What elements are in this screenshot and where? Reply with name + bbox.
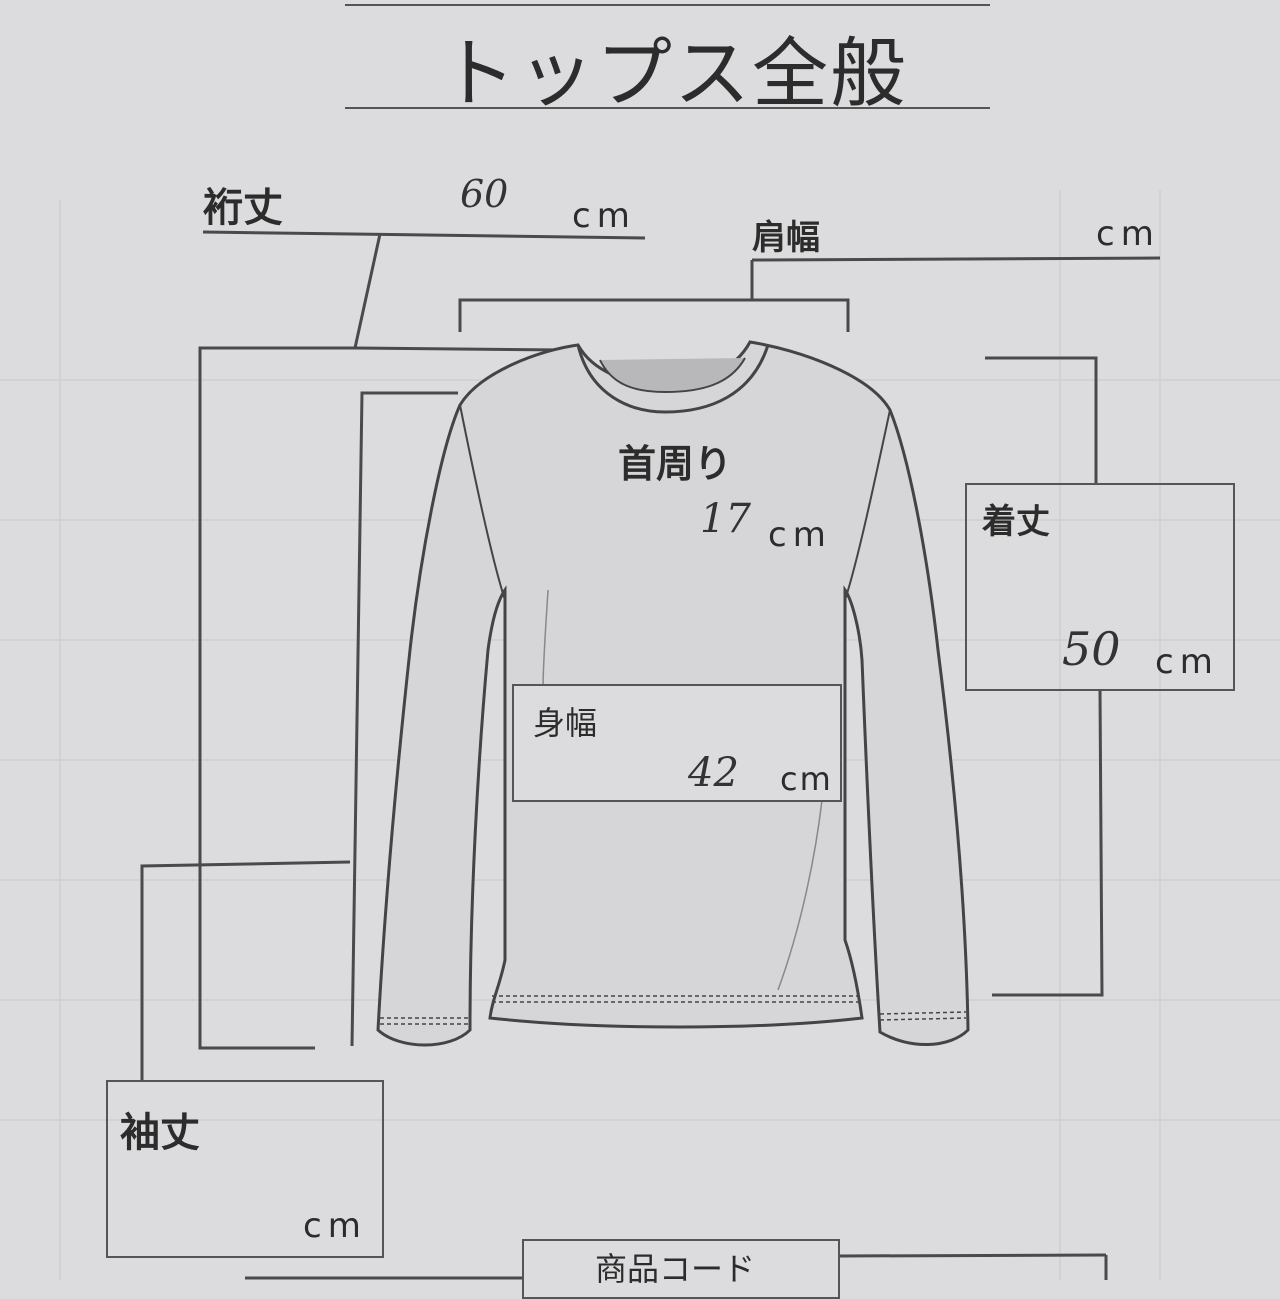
neckline-inner	[599, 357, 746, 394]
sleeve-length-total-value: 60	[460, 172, 509, 216]
body-width-box	[512, 684, 842, 802]
page-title: トップス全般	[440, 29, 908, 118]
length-unit: cm	[1155, 642, 1219, 682]
length-box	[965, 483, 1235, 691]
shoulder-width-unit: cm	[1096, 214, 1160, 254]
leader-lines	[140, 230, 1161, 1280]
neck-value: 17	[700, 496, 751, 542]
sleeve-length-total-label: 裄丈	[203, 185, 283, 231]
neckline	[576, 344, 770, 414]
body-width-label: 身幅	[533, 704, 598, 742]
neck-label: 首周り	[618, 442, 733, 486]
sleeve-length-total-unit: cm	[572, 196, 636, 236]
sleeve-length-box	[106, 1080, 384, 1258]
length-label: 着丈	[982, 502, 1050, 542]
title-rules	[345, 4, 990, 109]
sleeve-length-label: 袖丈	[120, 1110, 200, 1156]
product-code-label: 商品コード	[595, 1250, 756, 1288]
shoulder-width-label: 肩幅	[752, 218, 820, 258]
length-value: 50	[1062, 622, 1121, 676]
body-width-unit: cm	[780, 760, 833, 798]
body-width-value: 42	[688, 750, 739, 796]
neck-unit: cm	[768, 515, 832, 555]
sleeve-length-unit: cm	[303, 1206, 367, 1246]
